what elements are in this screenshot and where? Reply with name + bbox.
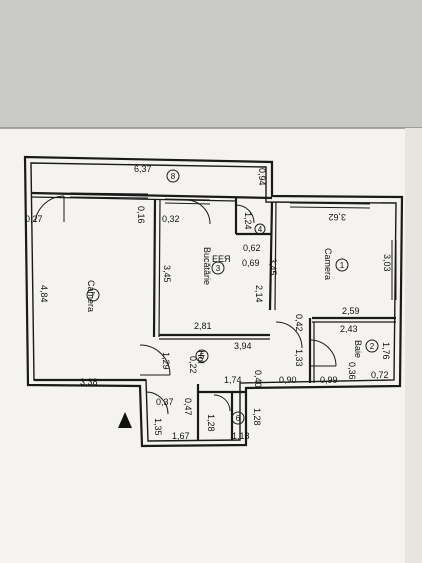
dim-0-99: 0,99 — [320, 375, 338, 385]
dim-0-47: 0,47 — [183, 398, 193, 416]
dim-0-62: 0,62 — [243, 243, 261, 253]
dim-2-59: 2,59 — [342, 306, 360, 316]
dim-1-74: 1,74 — [224, 375, 242, 385]
room-numbers: 8 1 2 3 4 5 6 7 — [91, 172, 375, 423]
dim-3-45-kitchen: 3,45 — [162, 265, 172, 283]
dim-0-16: 0,16 — [136, 206, 146, 224]
dim-0-69: 0,69 — [242, 258, 260, 268]
dim-1-24: 1,24 — [243, 212, 253, 230]
dim-0-22: 0,22 — [188, 356, 198, 374]
dim-2-43: 2,43 — [340, 324, 358, 334]
dim-0-40: 0,40 — [253, 370, 263, 388]
dim-0-72: 0,72 — [371, 370, 389, 380]
dim-1-28-right: 1,28 — [252, 408, 262, 426]
dimension-labels: 6,37 0,94 0,27 0,16 0,32 1,24 0,62 0,69 … — [25, 164, 392, 441]
dim-1-29: 1,29 — [161, 352, 171, 370]
room-1-number: 1 — [340, 261, 345, 270]
room-4-number: 4 — [258, 225, 263, 234]
room-3-number: 3 — [216, 264, 221, 273]
dim-0-90: 0,90 — [279, 375, 297, 385]
entrance-arrow-icon — [118, 412, 132, 428]
dim-3-45-camera1: 3,45 — [268, 258, 278, 276]
windows — [69, 192, 397, 300]
dim-1-35: 1,35 — [153, 418, 163, 436]
room-bucatarie-name: Bucătărie — [202, 247, 212, 285]
watermark: ЕЕЯ — [212, 254, 231, 264]
dim-1-28-left: 1,28 — [206, 414, 216, 432]
dim-3-62: 3,62 — [328, 212, 346, 222]
room-7-number: 7 — [91, 291, 96, 300]
dim-1-18: 1,18 — [232, 431, 250, 441]
room-2-number: 2 — [370, 342, 375, 351]
room-6-number: 6 — [236, 414, 241, 423]
room-baie-name: Baie — [353, 340, 363, 358]
room-8-number: 8 — [171, 172, 176, 181]
dim-0-36: 0,36 — [347, 362, 357, 380]
walls — [23, 155, 404, 448]
dim-1-33: 1,33 — [294, 349, 304, 367]
dim-3-38: 3,38 — [80, 377, 98, 387]
paper-edge — [405, 128, 422, 563]
dim-0-27: 0,27 — [25, 214, 43, 224]
dim-2-81: 2,81 — [194, 321, 212, 331]
room-5-number: 5 — [200, 352, 205, 361]
dim-1-67: 1,67 — [172, 431, 190, 441]
dim-0-42: 0,42 — [294, 314, 304, 332]
room-camera-1-name: Camera — [323, 248, 333, 280]
doors — [34, 195, 337, 415]
dim-6-37: 6,37 — [134, 164, 152, 174]
dim-2-14: 2,14 — [254, 285, 264, 303]
dim-4-84: 4,84 — [39, 285, 49, 303]
room-names: Camera Baie Bucătărie Hol Camera — [86, 247, 363, 364]
dim-3-03: 3,03 — [382, 254, 392, 272]
room-camera-7-name: Camera — [86, 280, 96, 312]
dim-0-32: 0,32 — [162, 214, 180, 224]
room-markers — [86, 169, 379, 425]
dim-0-94: 0,94 — [257, 168, 267, 186]
dim-0-37: 0,37 — [156, 397, 174, 407]
dim-3-94: 3,94 — [234, 341, 252, 351]
room-hol-name: Hol — [196, 350, 206, 364]
dim-1-76: 1,76 — [381, 342, 391, 360]
